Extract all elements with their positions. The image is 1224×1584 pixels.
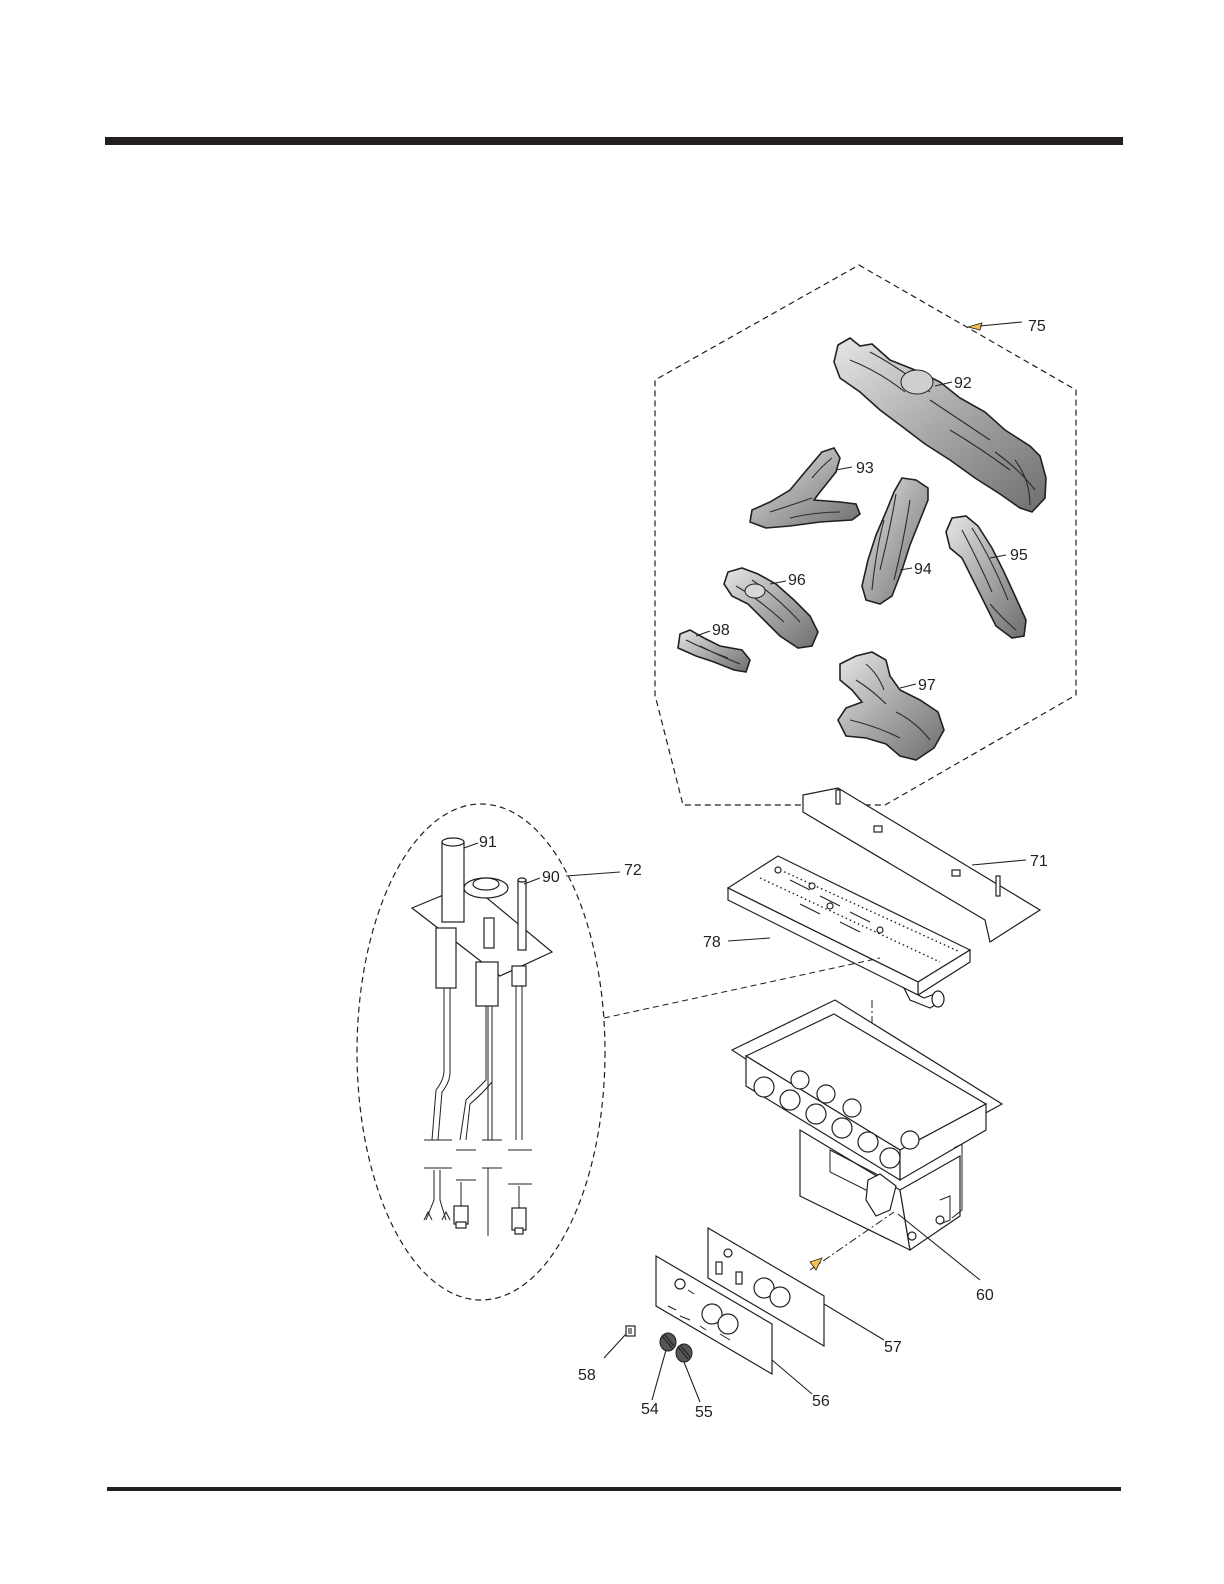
callout-75: 75 [1028,318,1046,335]
callout-78: 78 [703,934,721,951]
callout-91: 91 [479,834,497,851]
callout-97: 97 [918,677,936,694]
log-set-group: 75 92 93 94 95 [655,265,1076,805]
switch-58 [626,1326,635,1336]
callout-95: 95 [1010,547,1028,564]
callout-54: 54 [641,1401,659,1418]
log-set-pointer-icon [968,323,982,330]
callout-98: 98 [712,622,730,639]
log-92 [834,338,1046,512]
callout-72: 72 [624,862,642,879]
callout-94: 94 [914,561,932,578]
burner-pan [732,1000,1002,1250]
log-93 [750,448,860,528]
knob-54 [660,1333,676,1351]
callout-56: 56 [812,1393,830,1410]
callout-58: 58 [578,1367,596,1384]
callout-93: 93 [856,460,874,477]
callout-71: 71 [1030,853,1048,870]
callout-60: 60 [976,1287,994,1304]
log-94 [862,478,928,604]
callout-57: 57 [884,1339,902,1356]
callout-96: 96 [788,572,806,589]
log-95 [946,516,1026,638]
knob-55 [676,1344,692,1362]
callout-92: 92 [954,375,972,392]
log-97 [838,652,944,760]
callout-55: 55 [695,1404,713,1421]
callout-90: 90 [542,869,560,886]
